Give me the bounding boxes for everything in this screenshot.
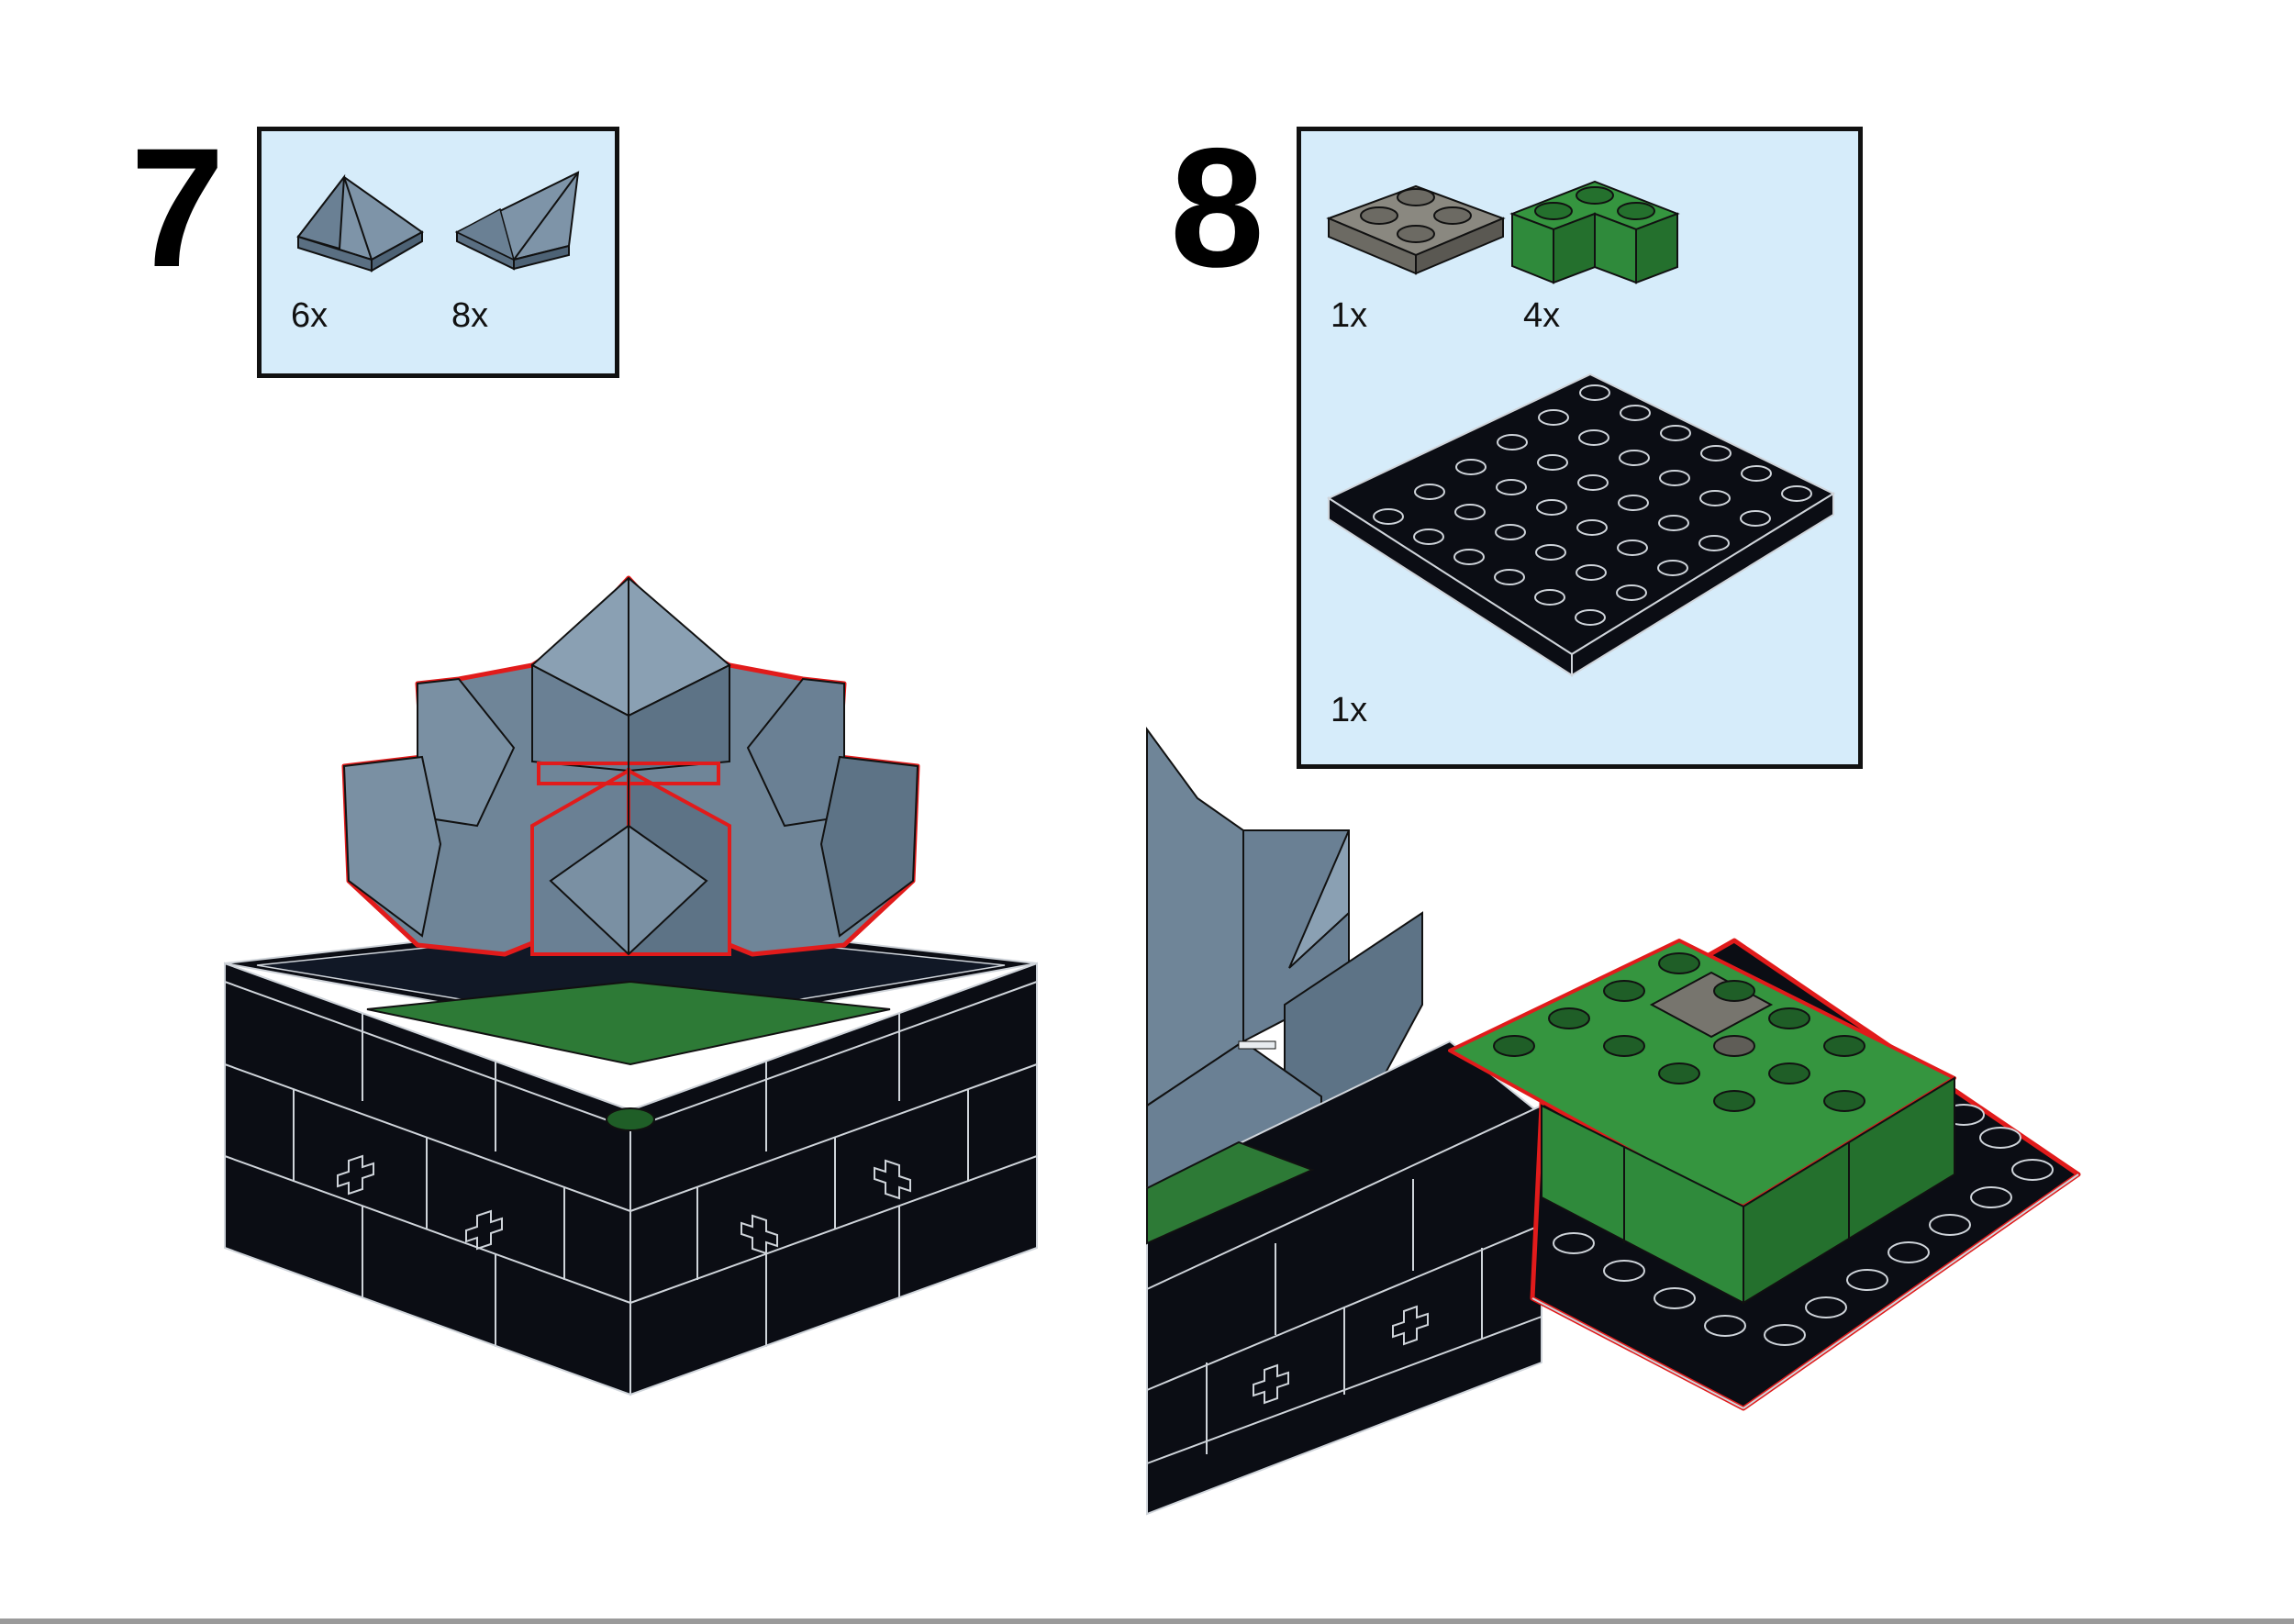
slope-peak-corner-icon: [296, 173, 424, 273]
plate-6x6-icon: [1326, 373, 1836, 677]
step-7-model-illustration: [224, 575, 1038, 1396]
part-quantity: 1x: [1331, 691, 1368, 729]
page-bottom-rule: [0, 1618, 2294, 1624]
slope-corner-icon: [454, 171, 580, 271]
parts-list: 1x 4x 1x: [1297, 127, 1863, 769]
plate-2x2-icon: [1326, 184, 1506, 275]
part-quantity: 6x: [291, 296, 329, 335]
brick-corner-icon: [1509, 180, 1680, 284]
step-number: 7: [130, 114, 225, 303]
part-quantity: 8x: [451, 296, 489, 335]
part-quantity: 1x: [1331, 296, 1368, 335]
step-number: 8: [1170, 114, 1264, 303]
step-8-model-illustration: [1146, 726, 2081, 1516]
part-quantity: 4x: [1523, 296, 1561, 335]
parts-list: 6x 8x: [257, 127, 619, 378]
